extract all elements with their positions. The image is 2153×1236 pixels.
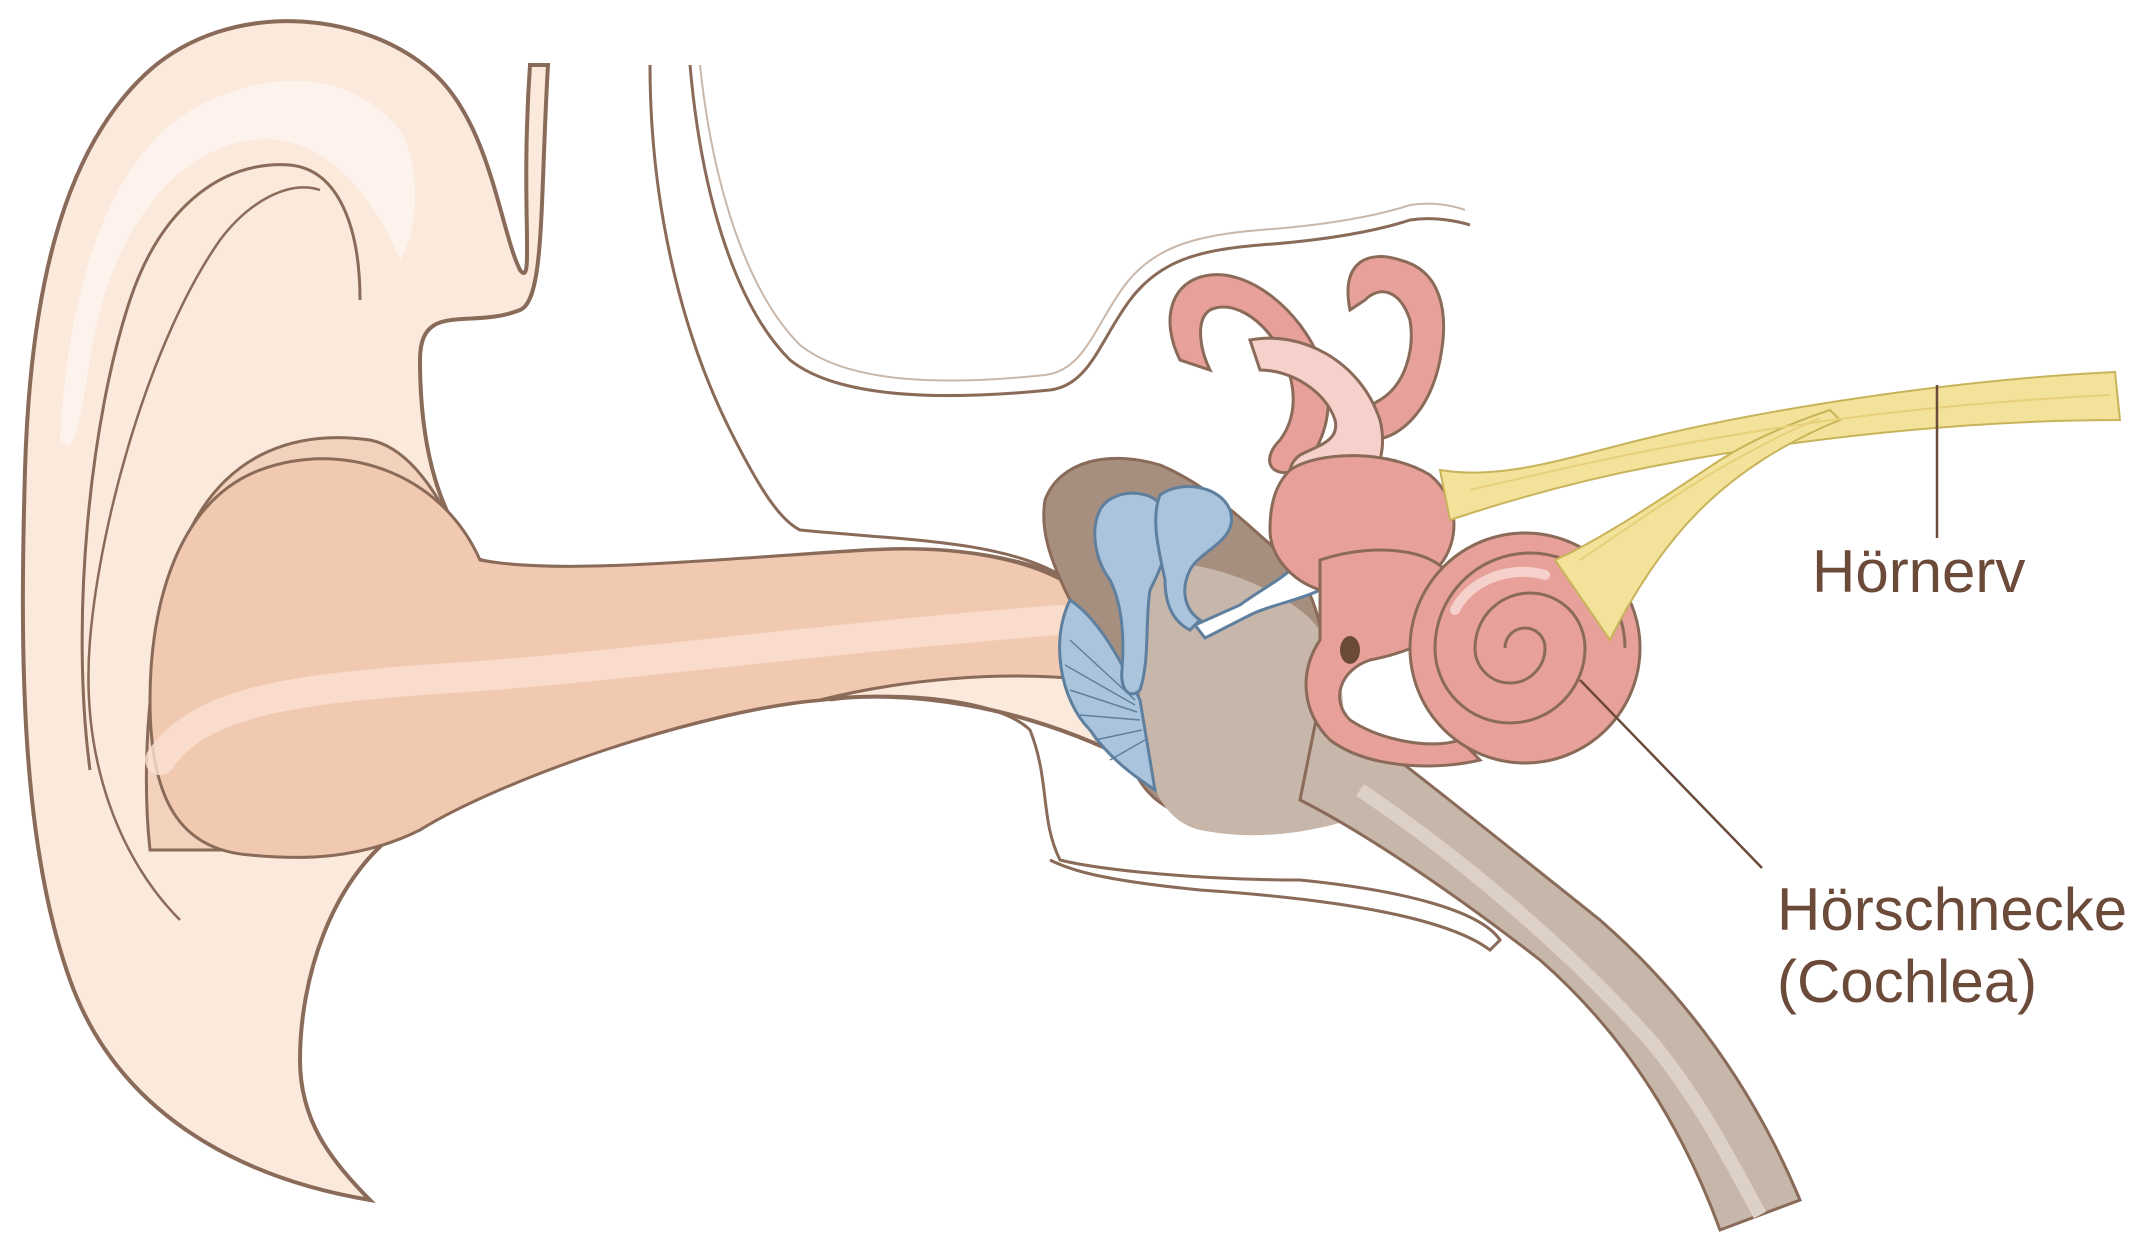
- cochlea-leader-line: [1580, 680, 1762, 868]
- round-window: [1340, 636, 1360, 664]
- auditory-nerve-label: Hörnerv: [1812, 538, 2025, 605]
- skull-outline-upper-inner2: [700, 65, 1465, 381]
- skull-outline-upper-inner: [690, 65, 1470, 396]
- cochlea-label-line2: (Cochlea): [1777, 948, 2037, 1015]
- cochlea-label-line1: Hörschnecke: [1777, 876, 2127, 943]
